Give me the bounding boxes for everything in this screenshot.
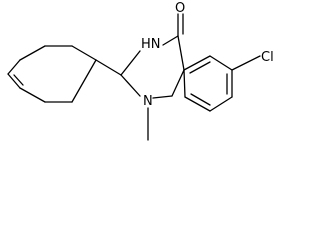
- bond-nh-c4: [162, 35, 179, 46]
- bond-benzene-2: [209, 55, 233, 71]
- bond-c4a-c8a: [171, 69, 185, 97]
- bond-benzene-4: [209, 96, 233, 112]
- bond-cyclohexene-5: [19, 87, 46, 103]
- bond-benzene-5-inner: [190, 93, 211, 106]
- bond-benzene-1: [183, 55, 211, 71]
- bond-cyclohexene-1: [71, 45, 97, 61]
- bond-cyclohexyl-to-c2: [95, 59, 122, 76]
- nh-label: HN: [141, 37, 161, 52]
- bond-cyclohexene-double-outer: [7, 73, 21, 89]
- chemical-structure-diagram: O HN N Cl: [7, 1, 274, 141]
- bond-benzene-1-inner: [189, 61, 211, 74]
- chlorine-label: Cl: [261, 50, 274, 65]
- bond-c-cl: [231, 55, 261, 71]
- bond-benzene-6: [183, 69, 186, 98]
- benzene-ring: [183, 55, 233, 112]
- bond-c4-c4a: [177, 35, 185, 71]
- bond-n1-c2: [120, 74, 141, 97]
- bond-cyclohexene-4: [7, 59, 21, 75]
- cyclohexene-ring: [7, 45, 97, 103]
- heterocycle-ring: [120, 35, 185, 99]
- bond-c2-nh: [120, 50, 141, 76]
- n-methyl-label: N: [143, 94, 153, 109]
- oxygen-label: O: [175, 1, 185, 16]
- bond-benzene-5: [184, 96, 211, 112]
- bond-c8a-n1: [152, 95, 173, 99]
- bond-cyclohexene-7: [71, 59, 97, 103]
- bond-cyclohexene-3: [19, 45, 46, 61]
- bond-cyclohexene-double-inner: [13, 74, 24, 86]
